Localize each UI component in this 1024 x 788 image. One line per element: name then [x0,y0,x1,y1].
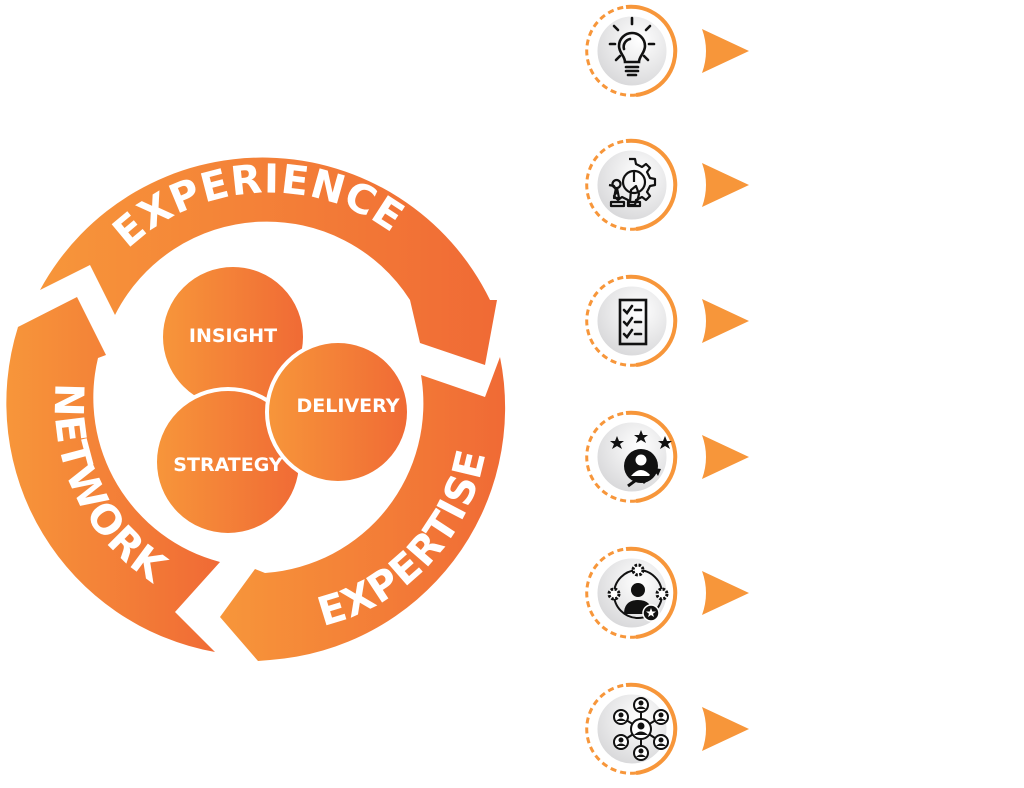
icon-row-3 [584,270,754,380]
core-circle-delivery [265,339,411,485]
arrow-pointer-icon [702,435,749,479]
lightbulb-icon [608,16,656,77]
core-label-strategy: STRATEGY [173,454,283,476]
icon-row-2 [584,134,754,244]
icon-row-1 [584,0,754,110]
people-network-icon [613,697,669,761]
core-label-delivery: DELIVERY [297,395,400,417]
person-gears-star-icon [607,563,669,622]
icon-badge-frame [585,274,678,367]
strategy-gear-chess-icon [608,157,657,208]
icon-badge-frame [585,138,678,231]
arrow-pointer-icon [702,29,749,73]
arrow-pointer-icon [702,707,749,751]
icon-row-4 [584,406,754,516]
arrow-pointer-icon [702,299,749,343]
ring-segment-network [6,297,220,652]
arrow-pointer-icon [702,571,749,615]
cycle-diagram: EXPERIENCE EXPERTISE NETWORK INSIGHT DEL… [6,156,506,661]
core-label-insight: INSIGHT [189,325,277,347]
icon-row-6 [584,678,754,788]
arrow-pointer-icon [702,163,749,207]
icon-badge-frame [585,4,678,97]
checklist-icon [618,298,648,346]
ring-segment-expertise [220,357,506,661]
rated-performer-growth-icon [610,430,672,488]
icon-row-5 [584,542,754,652]
ring-segment-experience [40,157,497,365]
